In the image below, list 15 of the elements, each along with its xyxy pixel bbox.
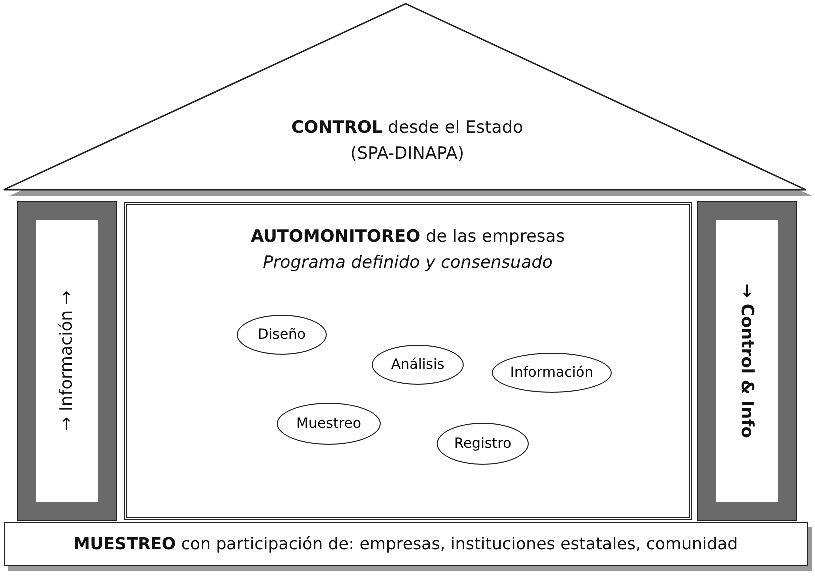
topic-ellipse: Muestreo: [277, 403, 381, 445]
roof-heading: CONTROL desde el Estado: [292, 118, 524, 138]
wall-panel: [124, 202, 692, 520]
panel-heading: AUTOMONITOREO de las empresas: [250, 227, 566, 247]
topic-ellipse: Información: [492, 353, 612, 393]
base-label: MUESTREO con participación de: empresas, instituciones estatales, comunidad: [74, 534, 738, 554]
pillar: [698, 202, 796, 520]
panel-subheading: Programa definido y consensuado: [263, 253, 553, 273]
pillar: [18, 202, 116, 520]
topic-ellipse: Registro: [437, 423, 529, 465]
pillar-label: → Control & Info: [737, 284, 757, 438]
roof-subheading: (SPA-DINAPA): [350, 144, 464, 164]
topic-ellipse: Diseño: [237, 315, 327, 355]
pillar-label: → Información →: [57, 290, 77, 432]
topic-ellipse: Análisis: [372, 345, 464, 385]
